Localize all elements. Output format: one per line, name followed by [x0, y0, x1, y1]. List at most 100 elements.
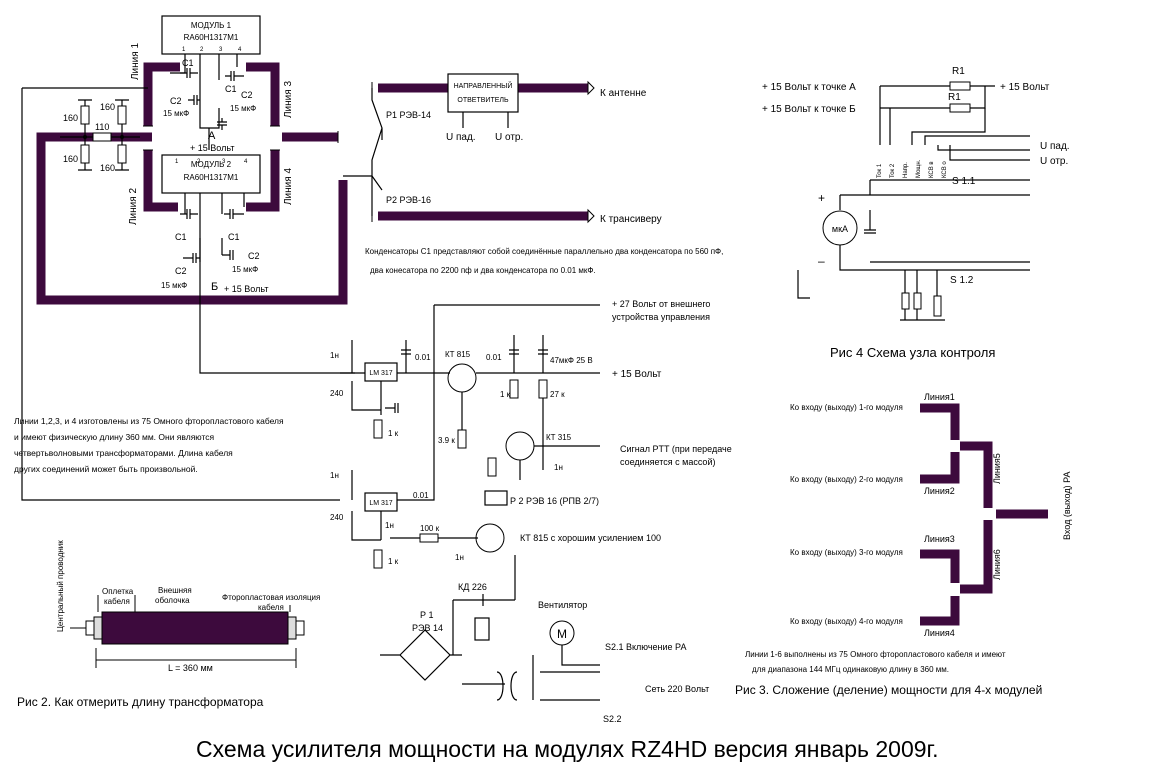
relay-p2-coil [484, 490, 508, 506]
module-1-pin-2: 2 [200, 47, 204, 53]
label-c1-bl: C1 [175, 232, 187, 242]
fig3-line3-label: Линия3 [924, 534, 955, 544]
label-line-4: Линия 4 [283, 168, 294, 205]
fig4-to-b: + 15 Вольт к точке Б [762, 104, 856, 115]
ext-27v-1: + 27 Вольт от внешнего [612, 299, 710, 309]
c001-lower: 0.01 [413, 491, 429, 500]
coax-line-2 [143, 150, 178, 212]
coax-line-4 [246, 150, 280, 212]
label-c2-tl: C2 [170, 96, 182, 106]
to-antenna: К антенне [600, 88, 647, 99]
lines-note: Линии 1,2,3, и 4 изготовлены из 75 Омног… [14, 416, 284, 474]
ptt-2: соединяется с массой) [620, 457, 715, 467]
label-c1-tl: C1 [182, 58, 194, 68]
coax-line-1 [143, 62, 180, 126]
c001-mid: 0.01 [486, 353, 502, 362]
fig4-s11: S 1.1 [952, 176, 976, 187]
fig4-s12: S 1.2 [950, 275, 974, 286]
fig4-monitor: + 15 Вольт к точке А + 15 Вольт к точке … [762, 66, 1070, 360]
label-line-2: Линия 2 [128, 188, 139, 225]
s22: S2.2 [603, 714, 622, 724]
note-c1-1: Конденсаторы С1 представляют собой соеди… [365, 247, 723, 256]
fig4-meter [822, 210, 858, 246]
cable-jacket [101, 611, 289, 645]
fig4-sw-5: КСВ в [929, 161, 935, 178]
relay-p1-b: РЭВ 14 [412, 623, 443, 633]
relay-p1-coil [474, 617, 490, 641]
fig2-cable: Центральный проводник Оплетка кабеля Вне… [17, 540, 320, 709]
fig3-line5 [960, 441, 993, 508]
fig3-line6 [960, 520, 993, 594]
module-1-pin-1: 1 [182, 47, 186, 53]
fig3-line2-label: Линия2 [924, 486, 955, 496]
fig4-sw-4: Мощн. [916, 159, 922, 178]
label-line-1: Линия 1 [130, 43, 141, 80]
relay-p1-a: Р 1 [420, 610, 434, 620]
fig3-combiner: Ко входу (выходу) 1-го модуля Ко входу (… [735, 392, 1072, 697]
fig3-in3: Ко входу (выходу) 3-го модуля [790, 548, 903, 557]
kt815-upper [447, 363, 477, 393]
node-a: А [208, 130, 216, 142]
rf-section: МОДУЛЬ 1 RA60H1317M1 1 2 3 4 МОДУЛЬ 2 RA… [21, 15, 723, 501]
module-1-pin-3: 3 [219, 47, 223, 53]
fig4-sw-1: Ток 1 [877, 163, 883, 178]
fig3-line4-label: Линия4 [924, 628, 955, 638]
fig3-note-2: для диапазона 144 МГц одинаковую длину в… [752, 665, 949, 674]
fig3-in2: Ко входу (выходу) 2-го модуля [790, 475, 903, 484]
lm317-upper-label: LM 317 [369, 370, 392, 377]
r1k-mid: 1 к [500, 390, 511, 399]
ext-27v-2: устройства управления [612, 312, 710, 322]
coupler-u-otr: U отр. [495, 132, 523, 143]
kt815-upper-label: КТ 815 [445, 350, 471, 359]
page-title: Схема усилителя мощности на модулях RZ4H… [196, 736, 939, 762]
ptt-1: Сигнал PTT (при передаче [620, 444, 732, 454]
lines-note-4: других соединений может быть произвольно… [14, 464, 198, 474]
r1k-upper: 1 к [388, 429, 399, 438]
r39k: 3.9 к [438, 436, 455, 445]
fig3-line5-label: Линия5 [992, 453, 1002, 484]
to-transceiver: К трансиверу [600, 214, 662, 225]
fig4-plus15: + 15 Вольт [1000, 82, 1050, 93]
c1n-base: 1н [455, 553, 464, 562]
coupler-label-1: НАПРАВЛЕННЫЙ [454, 81, 513, 90]
coax-line-3 [246, 62, 280, 126]
coupler-u-pad: U пад. [446, 132, 476, 143]
fig2-caption: Рис 2. Как отмерить длину трансформатора [17, 695, 264, 709]
mains: Сеть 220 Вольт [645, 684, 709, 694]
c1n-lower: 1н [330, 471, 339, 480]
fig4-r1-b: R1 [948, 92, 961, 103]
node-a-plus15: + 15 Вольт [190, 143, 234, 153]
fig2-braid-2: кабеля [104, 597, 130, 606]
module-2-name: МОДУЛЬ 2 [191, 160, 232, 169]
kt815-note: КТ 815 с хорошим усилением 100 [520, 533, 661, 543]
fig2-insul-1: Фторопластовая изоляция [222, 593, 320, 602]
label-line-3: Линия 3 [283, 81, 294, 118]
module-2-box [161, 154, 261, 194]
label-r110: 110 [95, 122, 109, 132]
module-2-pin-2: 2 [197, 159, 201, 165]
fig4-u-otr: U отр. [1040, 156, 1068, 167]
fig2-insul-2: кабеля [258, 603, 284, 612]
fig3-line1-label: Линия1 [924, 392, 955, 402]
fig2-outer-2: оболочка [155, 596, 190, 605]
r100k: 100 к [420, 524, 440, 533]
c001-upper: 0.01 [415, 353, 431, 362]
kt315 [505, 431, 535, 461]
lines-note-3: четвертьволновыми трансформаторами. Длин… [14, 448, 233, 458]
r240-upper: 240 [330, 389, 344, 398]
r27k: 27 к [550, 390, 565, 399]
fig4-sw-6: КСВ о [942, 161, 948, 178]
node-b-plus15: + 15 Вольт [224, 284, 268, 294]
kt315-label: КТ 315 [546, 433, 572, 442]
lines-note-2: и имеют физическую длину 360 мм. Они явл… [14, 432, 215, 442]
label-r160-1: 160 [63, 113, 78, 123]
label-r160-2: 160 [100, 102, 115, 112]
fig4-r1-a: R1 [952, 66, 965, 77]
label-c2-br-val: 15 мкФ [232, 265, 258, 274]
fig4-meter-minus: – [818, 254, 825, 268]
fig4-meter-plus: + [818, 191, 825, 205]
relay-p2-label: Р 2 РЭВ 16 (РПВ 2/7) [510, 496, 599, 506]
directional-coupler [447, 73, 519, 113]
module-2-pin-3: 3 [222, 159, 226, 165]
